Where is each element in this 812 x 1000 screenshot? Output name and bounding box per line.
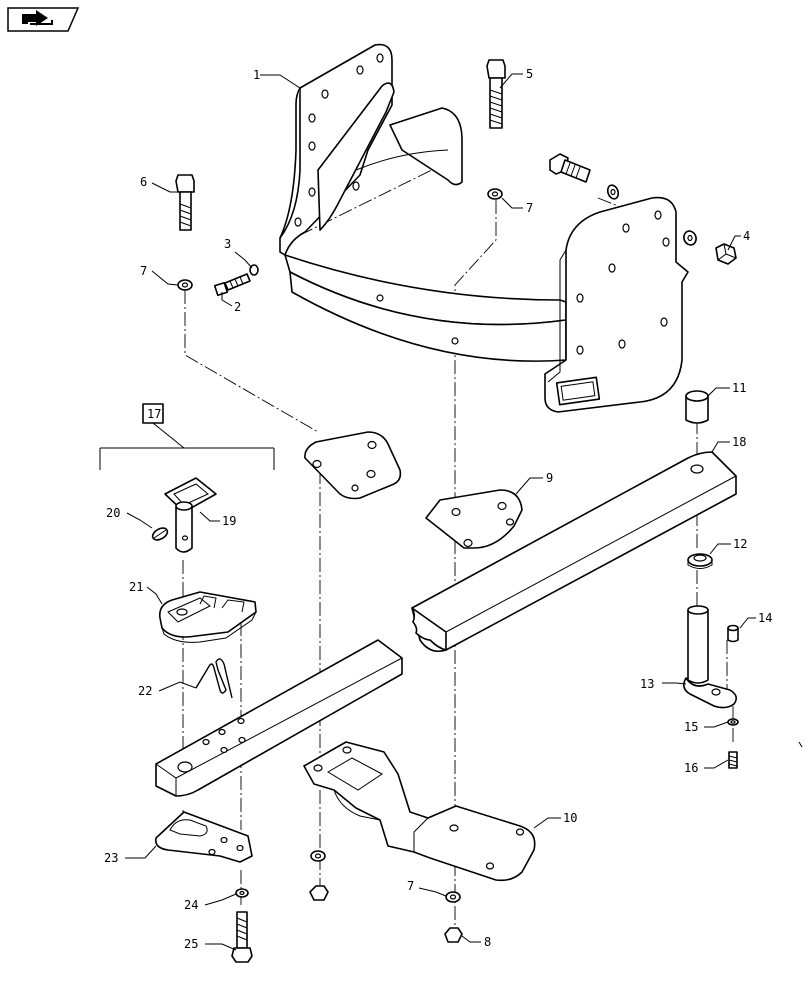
- hitch-pin-19: [164, 477, 217, 553]
- callout-13: 13: [640, 677, 654, 691]
- callout-12: 12: [733, 537, 747, 551]
- nut-8: [444, 927, 463, 943]
- pin-14: [727, 624, 739, 643]
- washer-7-top: [487, 188, 503, 200]
- callout-9: 9: [546, 471, 553, 485]
- callout-7-left: 7: [140, 264, 147, 278]
- bolt-6: [175, 174, 195, 231]
- callout-7-lower: 7: [407, 879, 414, 893]
- support-10: [303, 741, 536, 882]
- drawbar-frame: [279, 43, 689, 413]
- callout-15: 15: [684, 720, 698, 734]
- plate-left: [304, 431, 402, 500]
- callout-11: 11: [732, 381, 746, 395]
- callout-labels: 17 1 2 3 4 5 6 7 7 7 8 9 10 11 12 13 14 …: [104, 67, 772, 951]
- callout-22: 22: [138, 684, 152, 698]
- callout-20: 20: [106, 506, 120, 520]
- spring-pin-22: [195, 658, 233, 699]
- callout-4: 4: [743, 229, 750, 243]
- callout-1: 1: [253, 68, 260, 82]
- callout-18: 18: [732, 435, 746, 449]
- callout-2: 2: [234, 300, 241, 314]
- bushing-11: [685, 390, 709, 424]
- callout-8: 8: [484, 935, 491, 949]
- clip-20: [151, 527, 169, 541]
- nut-left-lower: [309, 885, 329, 901]
- corner-mark: [798, 741, 803, 748]
- callout-24: 24: [184, 898, 198, 912]
- arrow-to-page-icon[interactable]: [7, 7, 80, 32]
- bolt-2: [213, 273, 251, 297]
- washer-7-left: [177, 279, 193, 291]
- plate-23: [154, 811, 253, 863]
- bolt-5: [486, 59, 506, 129]
- plate-9: [425, 489, 523, 549]
- pin-13: [682, 605, 738, 709]
- callout-16: 16: [684, 761, 698, 775]
- callout-6: 6: [140, 175, 147, 189]
- callout-17: 17: [147, 407, 161, 421]
- washer-horizontal-b: [683, 230, 697, 246]
- bolt-16: [728, 751, 738, 769]
- callout-23: 23: [104, 851, 118, 865]
- drawbar-18: [411, 451, 737, 653]
- callout-7-top: 7: [526, 201, 533, 215]
- callout-14: 14: [758, 611, 772, 625]
- group-17-bracket: [99, 403, 275, 470]
- washer-12: [687, 553, 713, 569]
- callout-5: 5: [526, 67, 533, 81]
- callout-21: 21: [129, 580, 143, 594]
- callout-25: 25: [184, 937, 198, 951]
- washer-24: [235, 888, 249, 898]
- washer-15: [727, 718, 739, 726]
- hitch-21: [158, 591, 257, 643]
- nut-4: [715, 243, 737, 265]
- callout-3: 3: [224, 237, 231, 251]
- callout-10: 10: [563, 811, 577, 825]
- washer-7-lower: [445, 891, 461, 903]
- callout-19: 19: [222, 514, 236, 528]
- washer-left-lower: [310, 850, 326, 862]
- bolt-horizontal: [549, 153, 591, 183]
- leader-lines: [125, 73, 756, 951]
- washer-horizontal-a: [606, 184, 620, 200]
- bolt-25: [231, 911, 253, 963]
- drawbar-left: [155, 639, 403, 797]
